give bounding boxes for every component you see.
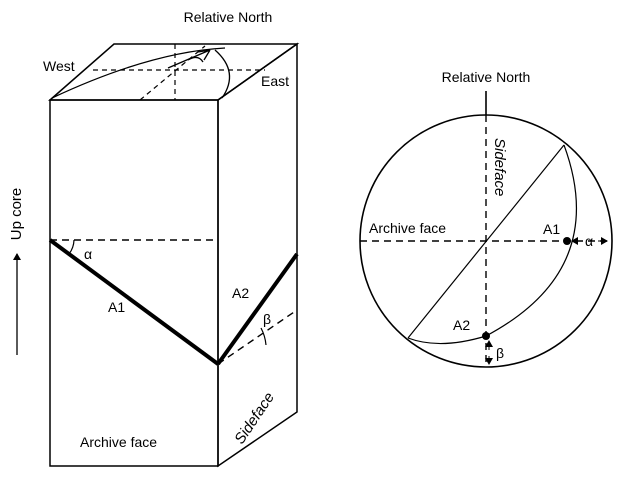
block-top-face bbox=[48, 43, 300, 101]
plane-diameter bbox=[407, 144, 565, 339]
trace-line-a1 bbox=[48, 238, 220, 366]
top-hidden-diagonal bbox=[139, 45, 206, 101]
sideface-horizontal-ref bbox=[217, 309, 298, 365]
north-arrow-hook bbox=[187, 56, 204, 63]
plane-great-circle bbox=[407, 144, 577, 345]
stereonet-alpha-label: α bbox=[585, 233, 593, 249]
stereonet: Relative North Archive face Sideface A1 … bbox=[359, 69, 613, 368]
point-a2 bbox=[482, 332, 490, 340]
point-a1 bbox=[563, 237, 571, 245]
sideface-label: Sideface bbox=[231, 389, 278, 447]
block-side-face bbox=[217, 42, 298, 468]
top-face-arc bbox=[51, 47, 226, 99]
block-east-label: East bbox=[261, 73, 289, 89]
stereonet-a1-label: A1 bbox=[543, 221, 560, 237]
stereonet-sideface-label: Sideface bbox=[491, 138, 508, 196]
block-north-label: Relative North bbox=[184, 9, 273, 25]
line-a1-label: A1 bbox=[108, 299, 125, 315]
beta-angle-arc bbox=[260, 327, 267, 346]
stereonet-north-label: Relative North bbox=[442, 69, 531, 85]
beta-label: β bbox=[263, 311, 271, 327]
alpha-angle-arc bbox=[68, 239, 75, 255]
top-face-arc-2 bbox=[214, 49, 231, 99]
stereonet-beta-label: β bbox=[496, 345, 504, 361]
block-archive-face bbox=[49, 99, 219, 467]
up-core-indicator: Up core bbox=[8, 188, 25, 355]
stereonet-a2-label: A2 bbox=[453, 317, 470, 333]
trace-line-a2 bbox=[216, 252, 299, 366]
core-block: Relative North West East α A1 A2 β Archi… bbox=[43, 9, 300, 468]
alpha-label: α bbox=[84, 246, 92, 262]
line-a2-label: A2 bbox=[232, 285, 249, 301]
block-west-label: West bbox=[43, 58, 75, 74]
stereonet-archive-face-label: Archive face bbox=[369, 220, 446, 236]
archive-face-label: Archive face bbox=[80, 434, 157, 450]
up-core-label: Up core bbox=[8, 188, 25, 241]
